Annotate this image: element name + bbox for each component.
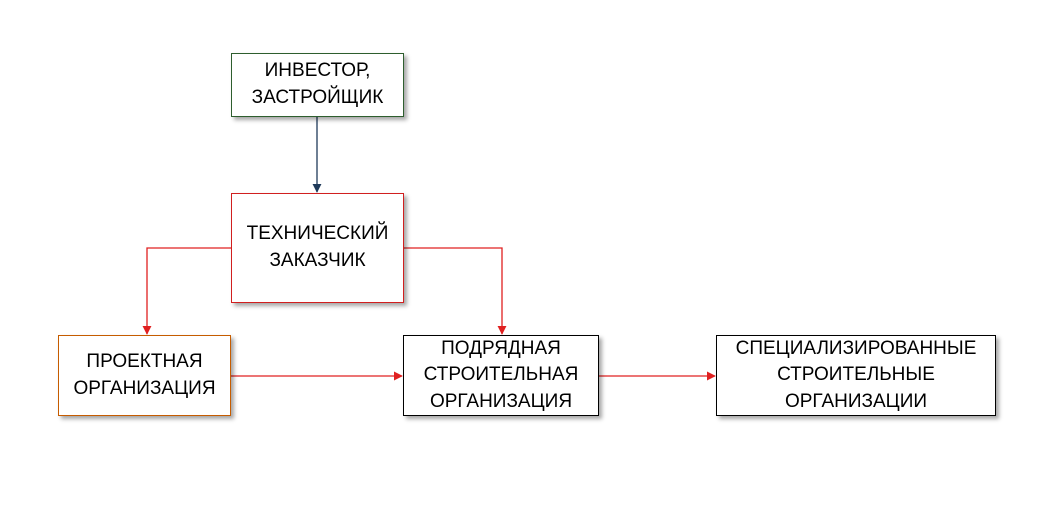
node-project-organization: ПРОЕКТНАЯ ОРГАНИЗАЦИЯ (58, 335, 231, 416)
edge-technical-to-contractor (404, 247, 507, 335)
node-technical-customer-label: ТЕХНИЧЕСКИЙ ЗАКАЗЧИК (246, 223, 389, 271)
node-investor-label: ИНВЕСТОР, ЗАСТРОЙЩИК (251, 60, 384, 108)
edge-technical-to-project (142, 247, 231, 335)
node-project-organization-label: ПРОЕКТНАЯ ОРГАНИЗАЦИЯ (73, 350, 216, 399)
node-technical-customer: ТЕХНИЧЕСКИЙ ЗАКАЗЧИК (231, 193, 404, 303)
node-specialized-organizations-label: СПЕЦИАЛИЗИРОВАННЫЕ СТРОИТЕЛЬНЫЕ ОРГАНИЗА… (735, 337, 977, 412)
node-contractor-organization-label: ПОДРЯДНАЯ СТРОИТЕЛЬНАЯ ОРГАНИЗАЦИЯ (423, 337, 579, 412)
node-specialized-organizations: СПЕЦИАЛИЗИРОВАННЫЕ СТРОИТЕЛЬНЫЕ ОРГАНИЗА… (716, 335, 996, 416)
node-investor: ИНВЕСТОР, ЗАСТРОЙЩИК (231, 53, 404, 117)
node-contractor-organization: ПОДРЯДНАЯ СТРОИТЕЛЬНАЯ ОРГАНИЗАЦИЯ (403, 335, 599, 416)
